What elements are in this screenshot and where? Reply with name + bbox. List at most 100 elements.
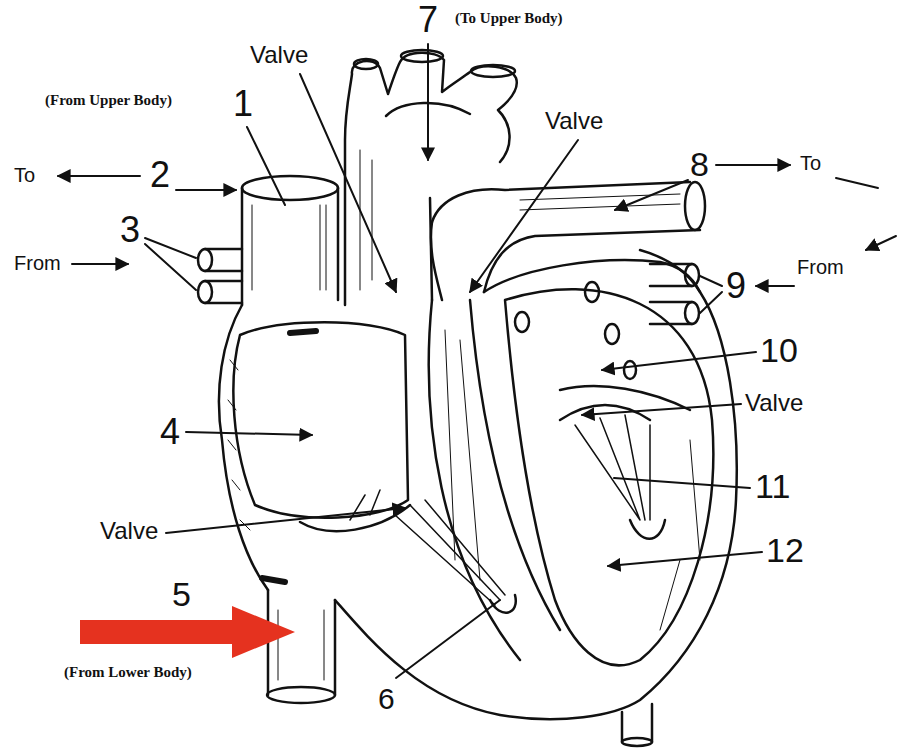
direction-label: To <box>14 164 35 186</box>
pulmonary-artery <box>685 182 705 230</box>
flow-arrow <box>716 164 790 166</box>
callout-number: 8 <box>690 146 709 183</box>
aorta <box>360 150 372 290</box>
aorta <box>471 65 515 77</box>
heart-base-stub <box>622 738 652 746</box>
left-chambers <box>660 440 700 630</box>
right-atrium <box>262 578 285 582</box>
flow-arrow <box>756 285 794 287</box>
left-pulmonary-veins <box>198 249 242 303</box>
right-ventricle-chordae <box>395 500 516 613</box>
direction-label: From <box>14 252 61 274</box>
left-chambers <box>515 312 529 332</box>
left-chambers <box>505 282 713 665</box>
leader-line <box>608 552 762 566</box>
inferior-vena-cava <box>267 590 335 703</box>
red-pointer-arrow <box>80 606 295 658</box>
right-pulmonary-veins <box>685 302 699 324</box>
leader-line <box>614 478 750 488</box>
heart-wall <box>335 250 737 719</box>
callout-number: 9 <box>726 266 746 306</box>
inferior-vena-cava <box>334 600 337 695</box>
callout-number: 12 <box>766 532 804 569</box>
flow-note: (From Lower Body) <box>64 664 192 681</box>
left-pulmonary-veins <box>198 249 212 271</box>
left-chambers <box>624 361 636 379</box>
left-pulmonary-veins <box>198 281 212 303</box>
callout-number: 6 <box>378 682 395 715</box>
heart-wall <box>484 260 700 292</box>
leader-line <box>186 432 312 435</box>
flow-arrow <box>58 165 896 286</box>
leader-line <box>300 74 396 292</box>
left-chambers <box>585 282 599 302</box>
leader-line <box>427 44 429 160</box>
part-label: Valve <box>545 108 603 134</box>
leader-line <box>700 292 722 313</box>
mitral-valve <box>575 415 650 520</box>
right-atrium <box>228 360 250 530</box>
inferior-vena-cava <box>267 687 335 703</box>
superior-vena-cava <box>242 176 338 305</box>
leader-line <box>602 352 756 370</box>
heart-wall <box>470 300 560 630</box>
leader-line <box>615 180 688 210</box>
part-label: Valve <box>745 390 803 416</box>
superior-vena-cava <box>242 176 338 200</box>
leader-line <box>145 44 762 678</box>
superior-vena-cava <box>337 188 340 300</box>
pulmonary-artery <box>431 182 705 300</box>
part-label: Valve <box>100 518 158 544</box>
superior-vena-cava <box>241 188 244 305</box>
right-atrium <box>290 331 316 333</box>
leader-line <box>166 508 405 533</box>
leader-line <box>145 238 196 258</box>
pulmonary-artery <box>520 194 680 210</box>
direction-label: To <box>800 152 821 174</box>
heart-base-stub <box>622 704 652 746</box>
right-atrium <box>233 322 408 517</box>
right-atrium <box>219 305 408 590</box>
leader-line <box>396 600 500 678</box>
pulmonary-artery <box>431 222 442 300</box>
left-chambers <box>605 324 619 344</box>
heart-wall <box>335 250 737 719</box>
callout-number: 1 <box>233 84 253 124</box>
superior-vena-cava <box>252 205 326 290</box>
right-atrium <box>219 305 268 590</box>
left-chambers <box>560 386 690 410</box>
flow-note: (To Upper Body) <box>455 10 563 27</box>
part-label: Valve <box>250 42 308 68</box>
right-ventricle-chordae <box>395 500 505 605</box>
flow-arrow <box>72 263 128 265</box>
red-pointer-arrow <box>80 606 295 658</box>
callout-number: 7 <box>418 0 438 40</box>
heart-wall <box>445 330 480 580</box>
flow-arrow <box>866 236 896 250</box>
mitral-valve <box>560 405 665 539</box>
aorta <box>401 50 443 62</box>
left-chambers <box>505 289 713 665</box>
leader-line <box>470 140 578 292</box>
aorta <box>354 59 378 69</box>
heart-base-stub <box>622 704 652 742</box>
callout-number: 2 <box>150 155 170 195</box>
inferior-vena-cava <box>278 610 324 680</box>
mitral-valve <box>630 520 665 539</box>
callout-number: 3 <box>120 210 140 250</box>
right-pulmonary-veins <box>685 264 699 286</box>
callout-number: 4 <box>160 412 180 452</box>
callout-number: 5 <box>172 576 191 613</box>
flow-arrow <box>836 178 878 188</box>
pulmonary-artery <box>432 182 690 222</box>
leader-line <box>145 244 196 290</box>
leader-line <box>247 127 285 205</box>
aorta <box>345 50 517 305</box>
callout-number: 11 <box>755 468 790 505</box>
flow-arrow <box>58 175 140 177</box>
leader-line <box>700 276 722 286</box>
leader-line <box>582 404 741 415</box>
callout-number: 10 <box>760 332 798 369</box>
